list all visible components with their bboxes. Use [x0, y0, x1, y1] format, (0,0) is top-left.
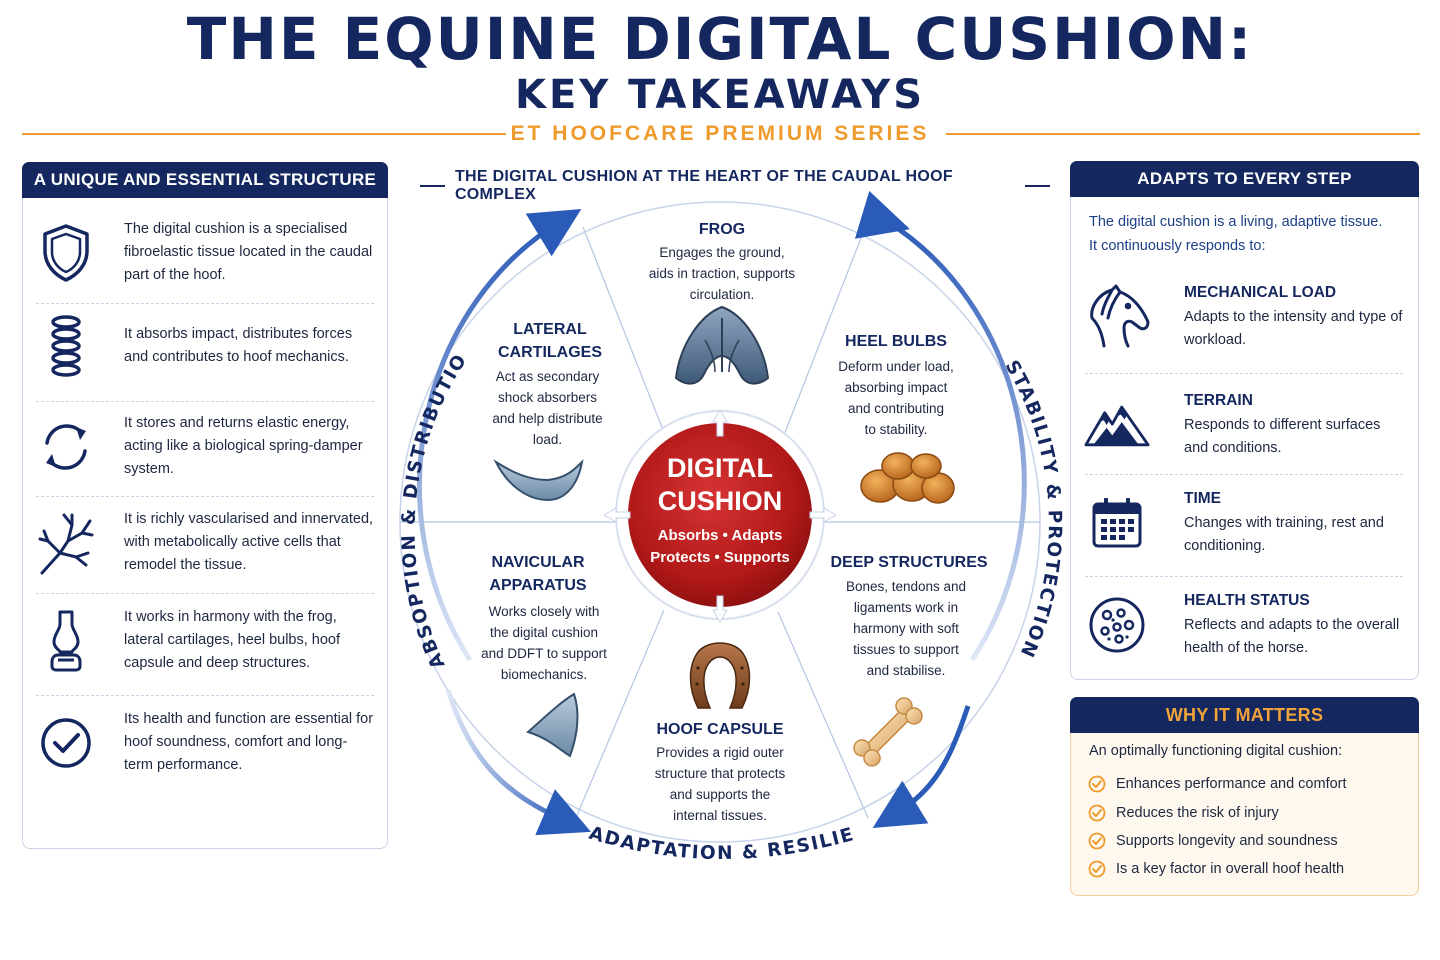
heel-bulbs-icon — [860, 452, 955, 504]
segment-frog-title: FROG — [698, 221, 746, 238]
series-label: ET HOOFCARE PREMIUM SERIES — [510, 122, 930, 145]
right-item-title: HEALTH STATUS — [1184, 592, 1310, 609]
right-item-title: MECHANICAL LOAD — [1184, 284, 1337, 301]
right-panel-intro: The digital cushion is a living, adaptiv… — [1089, 214, 1383, 254]
why-item: Supports longevity and soundness — [1088, 832, 1338, 850]
center-title-text: THE DIGITAL CUSHION AT THE HEART OF THE … — [454, 168, 953, 203]
left-divider — [36, 303, 374, 304]
why-panel-title: WHY IT MATTERS — [1070, 697, 1419, 733]
segment-heel-title: HEEL BULBS — [845, 333, 947, 350]
why-item: Enhances performance and comfort — [1088, 775, 1347, 793]
left-item-text: The digital cushion is a specialised fib… — [124, 221, 373, 283]
core-circle — [628, 423, 812, 607]
check-circle-icon — [36, 713, 96, 773]
left-item-text: It absorbs impact, distributes forces an… — [124, 326, 353, 365]
right-item-title: TERRAIN — [1184, 392, 1253, 409]
left-item-text: It works in harmony with the frog, later… — [124, 609, 341, 671]
left-divider — [36, 496, 374, 497]
cartilage-icon — [493, 459, 584, 502]
left-divider — [36, 593, 374, 594]
vessel-branch-icon — [36, 513, 96, 574]
right-item-time: TIME Changes with training, rest and con… — [1084, 490, 1404, 560]
page-subtitle: KEY TAKEAWAYS — [514, 72, 926, 118]
left-panel-title: A UNIQUE AND ESSENTIAL STRUCTURE — [22, 162, 388, 198]
arc-arrow-right — [886, 219, 1027, 662]
right-item-mechanical-load: MECHANICAL LOAD Adapts to the intensity … — [1084, 284, 1404, 354]
why-it-matters-panel: WHY IT MATTERS — [1070, 697, 1419, 896]
frog-icon — [674, 305, 770, 385]
cells-icon — [1084, 592, 1150, 658]
bone-column-icon — [36, 610, 96, 671]
right-divider — [1085, 373, 1403, 374]
left-item-text: It is richly vascularised and innervated… — [124, 511, 374, 573]
right-item-title: TIME — [1184, 490, 1222, 507]
right-item-text: Reflects and adapts to the overall healt… — [1184, 617, 1400, 656]
arc-arrow-bottom-right — [872, 705, 971, 829]
left-item-4: It is richly vascularised and innervated… — [36, 508, 374, 577]
right-item-health-status: HEALTH STATUS Reflects and adapts to the… — [1084, 592, 1404, 662]
left-divider — [36, 695, 374, 696]
left-item-6: Its health and function are essential fo… — [36, 708, 374, 777]
segment-capsule-title: HOOF CAPSULE — [656, 721, 784, 738]
right-item-text: Adapts to the intensity and type of work… — [1184, 309, 1403, 348]
arc-arrow-right-head — [854, 190, 910, 239]
left-item-1: The digital cushion is a specialised fib… — [36, 218, 374, 287]
orange-check-icon — [1088, 775, 1106, 793]
arc-arrow-bottom-left — [445, 689, 591, 836]
series-divider-left — [22, 133, 506, 135]
bone-icon — [853, 697, 923, 767]
left-panel: A UNIQUE AND ESSENTIAL STRUCTURE — [22, 162, 388, 849]
page-title: THE EQUINE DIGITAL CUSHION: — [186, 5, 1254, 73]
navicular-bone-icon — [525, 692, 579, 758]
left-item-2: It absorbs impact, distributes forces an… — [36, 315, 374, 377]
calendar-icon — [1084, 490, 1150, 556]
right-divider — [1085, 474, 1403, 475]
spring-icon — [36, 315, 96, 377]
orange-check-icon — [1088, 832, 1106, 850]
title-dash-left — [420, 185, 445, 187]
segment-dividers — [400, 226, 1040, 821]
series-divider-right — [946, 133, 1420, 135]
title-dash-right — [1025, 185, 1050, 187]
arc-label-left: ABSOPTION & DISTRIBUTION — [0, 0, 472, 672]
horse-head-icon — [1084, 284, 1150, 350]
center-title: THE DIGITAL CUSHION AT THE HEART OF THE … — [410, 168, 1060, 204]
left-divider — [36, 401, 374, 402]
horseshoe-icon — [689, 642, 751, 709]
right-panel: ADAPTS TO EVERY STEP — [1070, 161, 1419, 680]
segment-deep-title: DEEP STRUCTURES — [830, 554, 988, 571]
cycle-arrows-icon — [36, 417, 96, 477]
right-item-text: Changes with training, rest and conditio… — [1184, 515, 1384, 554]
left-item-text: It stores and returns elastic energy, ac… — [124, 415, 363, 477]
why-item: Is a key factor in overall hoof health — [1088, 860, 1344, 878]
orange-check-icon — [1088, 860, 1106, 878]
left-item-text: Its health and function are essential fo… — [124, 711, 374, 773]
right-panel-title: ADAPTS TO EVERY STEP — [1070, 161, 1419, 197]
core-arrows — [603, 409, 837, 623]
left-item-3: It stores and returns elastic energy, ac… — [36, 412, 374, 481]
right-item-terrain: TERRAIN Responds to different surfaces a… — [1084, 392, 1404, 462]
right-divider — [1085, 576, 1403, 577]
left-item-5: It works in harmony with the frog, later… — [36, 606, 374, 675]
orange-check-icon — [1088, 804, 1106, 822]
arc-arrow-left — [416, 209, 582, 662]
shield-icon — [36, 223, 96, 283]
why-item: Reduces the risk of injury — [1088, 804, 1279, 822]
why-intro: An optimally functioning digital cushion… — [1089, 743, 1343, 759]
mountains-icon — [1084, 392, 1150, 458]
segment-frog-text: Engages the ground,aids in traction, sup… — [648, 245, 796, 302]
right-item-text: Responds to different surfaces and condi… — [1184, 417, 1381, 456]
